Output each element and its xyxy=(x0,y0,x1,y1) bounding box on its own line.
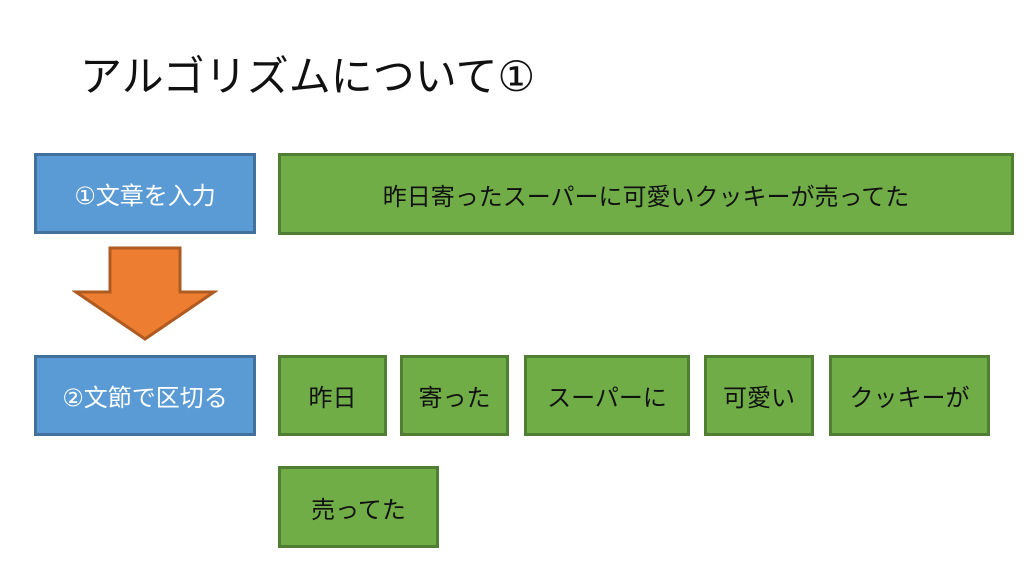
segment-box: 売ってた xyxy=(278,466,439,548)
step-1-box: ①文章を入力 xyxy=(34,153,256,234)
slide-title: アルゴリズムについて① xyxy=(80,52,536,101)
segment-box: スーパーに xyxy=(524,355,690,436)
segment-box: 寄った xyxy=(400,355,509,436)
segment-box: 可愛い xyxy=(704,355,814,436)
input-sentence-box: 昨日寄ったスーパーに可愛いクッキーが売ってた xyxy=(278,153,1014,235)
segment-box: クッキーが xyxy=(829,355,990,436)
segment-box: 昨日 xyxy=(278,355,387,436)
step-2-box: ②文節で区切る xyxy=(34,355,256,436)
down-arrow-icon xyxy=(72,246,218,341)
